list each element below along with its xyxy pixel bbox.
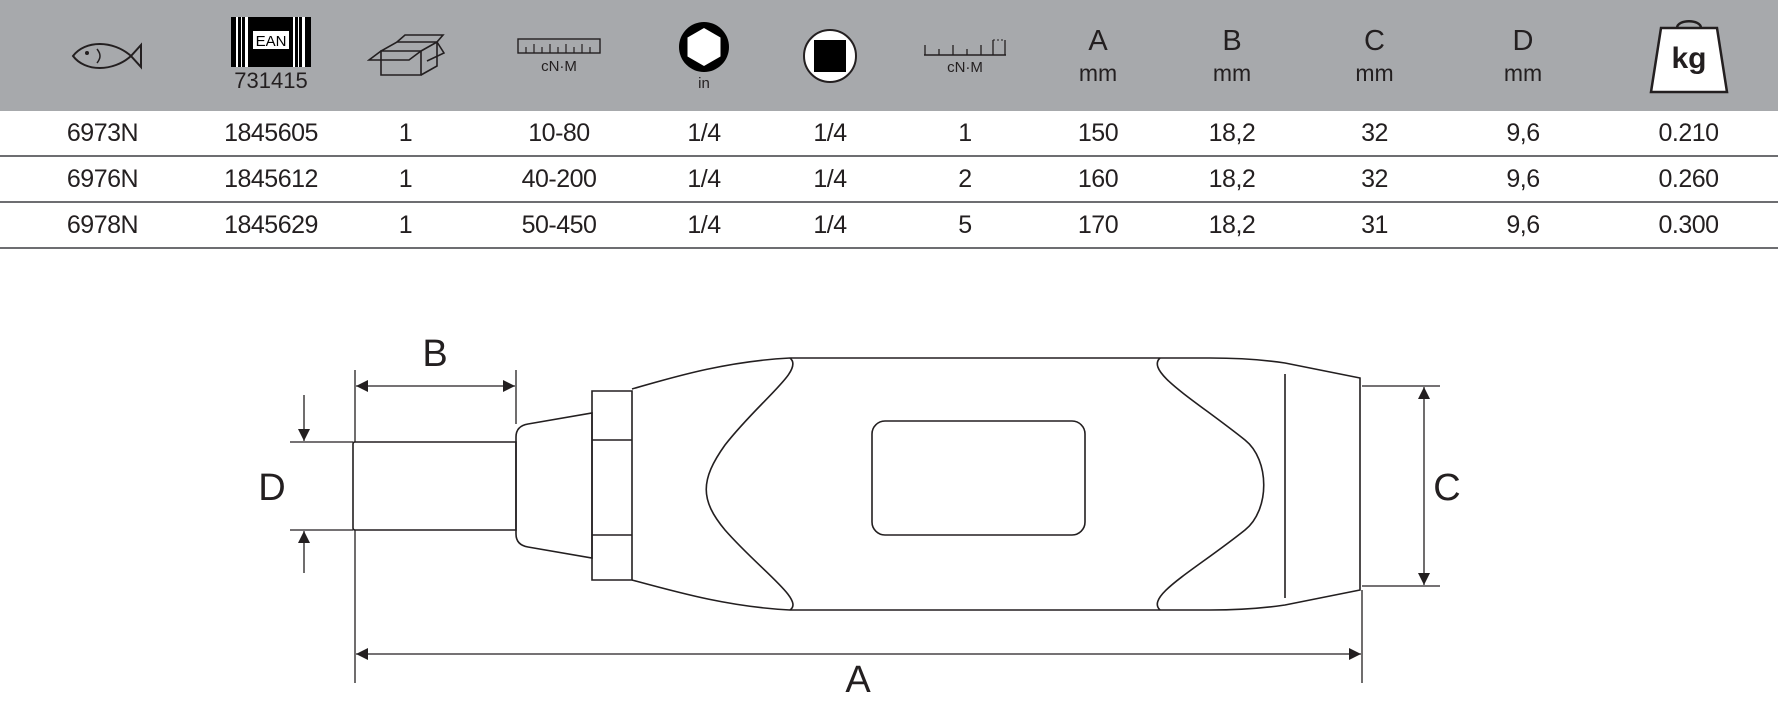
cell-b: 18,2	[1162, 156, 1302, 203]
cell-ref: 6973N	[0, 111, 205, 157]
dim-b-header: B mm	[1162, 0, 1302, 111]
graduation-unit: cN·M	[947, 58, 983, 76]
screwdriver-drawing: A B C D	[258, 333, 1460, 701]
open-box-icon	[366, 33, 445, 76]
quantity-header	[337, 0, 474, 111]
table-row: 6978N 1845629 1 50-450 1/4 1/4 5 170 18,…	[0, 202, 1778, 249]
dim-d-label: D	[258, 467, 285, 509]
right-grip-scallop	[1156, 357, 1265, 611]
collar	[591, 390, 633, 581]
cell-range: 10-80	[474, 111, 644, 157]
dim-c-label: C	[1433, 467, 1460, 509]
cell-a: 170	[1034, 202, 1162, 249]
cell-kg: 0.300	[1599, 202, 1778, 249]
cell-hex: 1/4	[644, 202, 764, 249]
weight-label: kg	[1671, 42, 1706, 75]
cell-ean: 1845612	[205, 156, 337, 203]
cell-range: 50-450	[474, 202, 644, 249]
cell-grad: 5	[896, 202, 1034, 249]
dim-b-unit: mm	[1212, 59, 1252, 86]
dim-a-header: A mm	[1034, 0, 1162, 111]
dim-d-header: D mm	[1447, 0, 1599, 111]
cell-ref: 6978N	[0, 202, 205, 249]
cell-square: 1/4	[764, 111, 896, 157]
barcode-icon: EAN	[231, 17, 311, 67]
ferrule	[515, 412, 593, 559]
weight-header: kg	[1599, 0, 1778, 111]
dim-a-letter: A	[1088, 24, 1108, 57]
ean-header: EAN 731415	[205, 0, 337, 111]
dim-b-letter: B	[1222, 24, 1242, 57]
cell-qty: 1	[337, 111, 474, 157]
cell-a: 150	[1034, 111, 1162, 157]
reference-header	[0, 0, 205, 111]
dim-d-letter: D	[1512, 24, 1534, 57]
graduation-header: cN·M	[896, 0, 1034, 111]
cell-qty: 1	[337, 202, 474, 249]
header-row: EAN 731415	[0, 0, 1778, 111]
dim-a-label: A	[845, 659, 871, 701]
dim-c-unit: mm	[1355, 59, 1394, 86]
cell-qty: 1	[337, 156, 474, 203]
handle-body	[631, 357, 1361, 611]
square-drive-header	[764, 0, 896, 111]
cell-b: 18,2	[1162, 202, 1302, 249]
dim-a-unit: mm	[1078, 59, 1118, 86]
cell-kg: 0.210	[1599, 111, 1778, 157]
cell-square: 1/4	[764, 202, 896, 249]
hex-drive-header: in	[644, 0, 764, 111]
torque-range-unit: cN·M	[541, 57, 577, 75]
weight-icon: kg	[1649, 19, 1728, 93]
square-drive-icon	[803, 28, 857, 83]
cell-range: 40-200	[474, 156, 644, 203]
cell-ean: 1845629	[205, 202, 337, 249]
hex-socket-icon	[679, 21, 729, 72]
dim-b-label: B	[422, 333, 447, 375]
bit-shank	[352, 441, 517, 531]
ean-header-code: 731415	[234, 68, 308, 93]
scale-ruler-icon	[517, 37, 601, 54]
cell-a: 160	[1034, 156, 1162, 203]
cell-kg: 0.260	[1599, 156, 1778, 203]
spec-table: EAN 731415	[0, 0, 1778, 249]
dim-c-letter: C	[1364, 24, 1385, 57]
ean-badge-label: EAN	[256, 33, 287, 50]
cell-hex: 1/4	[644, 111, 764, 157]
table-row: 6973N 1845605 1 10-80 1/4 1/4 1 150 18,2…	[0, 111, 1778, 157]
graduation-scale-icon	[924, 39, 1006, 56]
dim-c-header: C mm	[1302, 0, 1447, 111]
fish-icon	[71, 41, 142, 70]
cell-d: 9,6	[1447, 202, 1599, 249]
dim-d-unit: mm	[1503, 59, 1543, 86]
cell-hex: 1/4	[644, 156, 764, 203]
scale-window	[871, 420, 1086, 536]
cell-square: 1/4	[764, 156, 896, 203]
cell-b: 18,2	[1162, 111, 1302, 157]
cell-d: 9,6	[1447, 111, 1599, 157]
left-grip-scallop	[705, 357, 794, 611]
cell-ref: 6976N	[0, 156, 205, 203]
cell-grad: 2	[896, 156, 1034, 203]
table-row: 6976N 1845612 1 40-200 1/4 1/4 2 160 18,…	[0, 156, 1778, 203]
torque-range-header: cN·M	[474, 0, 644, 111]
cell-d: 9,6	[1447, 156, 1599, 203]
cell-c: 32	[1302, 111, 1447, 157]
cell-ean: 1845605	[205, 111, 337, 157]
cell-grad: 1	[896, 111, 1034, 157]
cell-c: 31	[1302, 202, 1447, 249]
hex-drive-unit: in	[698, 74, 710, 92]
cell-c: 32	[1302, 156, 1447, 203]
